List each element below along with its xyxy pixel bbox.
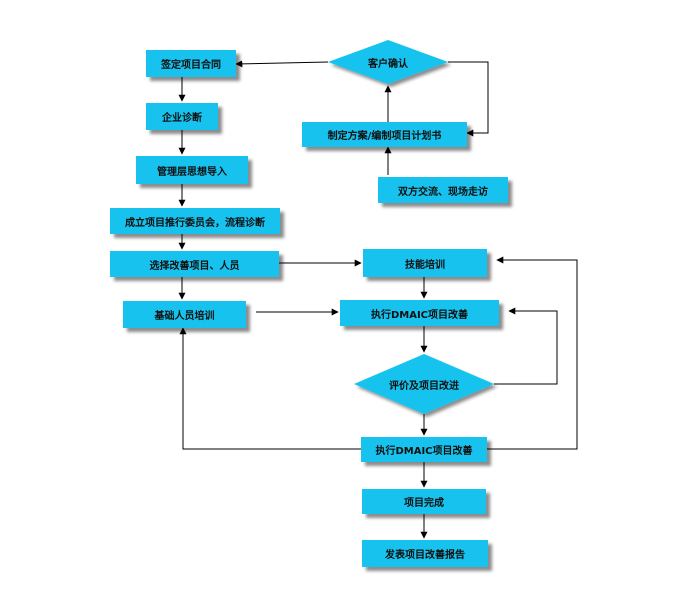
node-sign-contract: 签定项目合同 [146,50,236,77]
node-dmaic-1: 执行DMAIC项目改善 [340,300,499,326]
node-make-plan: 制定方案/编制项目计划书 [302,122,467,147]
decision-customer-confirm [328,40,448,84]
arrow-confirm-to-contract [235,60,329,68]
node-enterprise-diagnosis: 企业诊断 [146,103,218,130]
arrow-dmaic2-to-basic [179,327,361,450]
node-select-projects: 选择改善项目、人员 [110,251,279,277]
node-project-done: 项目完成 [362,489,486,514]
node-evaluate-label: 评价及项目改进 [389,380,459,392]
node-basic-training: 基础人员培训 [123,301,246,328]
node-dmaic-2: 执行DMAIC项目改善 [361,437,487,462]
node-communication: 双方交流、现场走访 [378,177,508,203]
arrow-dmaic2-to-skill [487,256,578,450]
arrow-evaluate-feedback [494,307,558,385]
node-skill-training: 技能培训 [363,249,487,277]
decision-evaluate [354,354,494,414]
arrow-confirm-to-plan [448,61,489,137]
node-publish-report: 发表项目改善报告 [362,540,488,567]
node-customer-confirm-label: 客户确认 [368,58,408,70]
node-management-thinking: 管理层思想导入 [136,156,248,184]
node-committee-process: 成立项目推行委员会，流程诊断 [110,208,280,234]
